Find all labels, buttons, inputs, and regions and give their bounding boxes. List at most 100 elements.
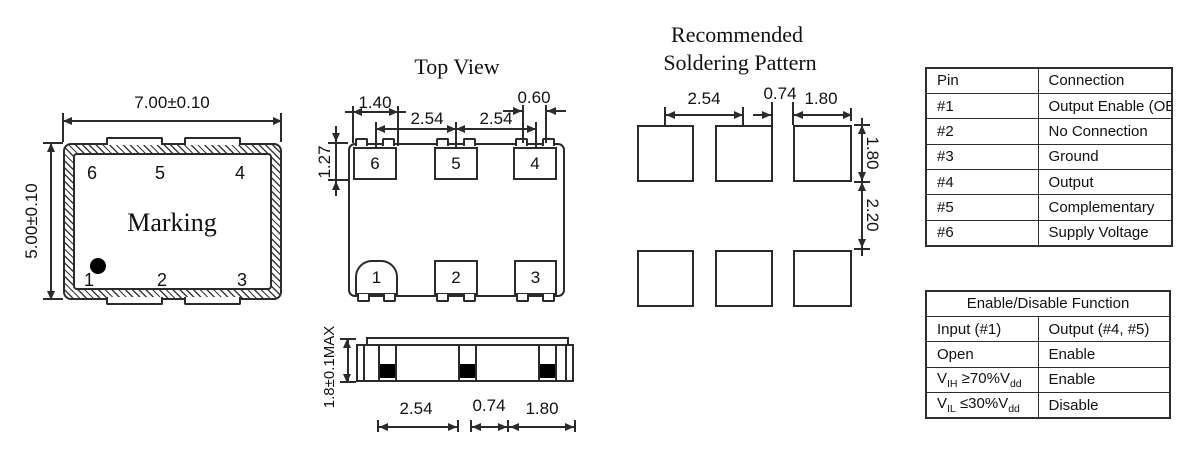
table-title-cell: Enable/Disable Function [925, 290, 1171, 317]
dim-label: 0.60 [517, 88, 551, 107]
pad-5: 5 [434, 147, 478, 180]
cell: Output [1037, 169, 1173, 196]
header-cell: Pin [925, 67, 1039, 94]
leader-line [503, 110, 522, 112]
dim-label-height: 1.8±0.1MAX [321, 325, 339, 409]
castellation-tab [463, 138, 476, 146]
extension-line [545, 105, 547, 143]
castellation-tab [515, 138, 528, 146]
dim-arrow [447, 125, 456, 133]
pad-number: 3 [530, 267, 541, 287]
dim-label-package-width: 7.00±0.10 [134, 93, 210, 112]
castellation-tab [106, 137, 163, 145]
dim-arrow [376, 125, 385, 133]
dim-label-package-height: 5.00±0.10 [22, 183, 42, 259]
subscript-text: IL [947, 403, 956, 415]
dim-tick [850, 108, 852, 121]
castellation-tab [184, 297, 241, 305]
pad-1: 1 [355, 260, 398, 295]
table-header-row: Input (#1)Output (#4, #5) [925, 315, 1171, 343]
castellation-tab [355, 138, 368, 146]
extension-line [535, 122, 537, 147]
pad-number: 6 [370, 153, 380, 173]
extension-line [340, 338, 356, 340]
dim-arrow [858, 239, 866, 248]
leader-line [547, 110, 566, 112]
subscript-text: dd [1008, 403, 1020, 415]
pad-number: 1 [371, 267, 382, 287]
dim-arrow [353, 108, 362, 116]
output-cell: Enable [1037, 341, 1171, 368]
extension-line [742, 107, 744, 125]
text: V [937, 369, 948, 387]
castellation-tab [436, 138, 449, 146]
table-row: Open Enable [925, 341, 1171, 368]
pad-6: 6 [353, 147, 397, 180]
land-pad [715, 250, 773, 307]
cell: Ground [1037, 143, 1173, 171]
land-pad [637, 125, 694, 182]
cell: #3 [925, 143, 1039, 171]
extension-line [792, 102, 794, 125]
dim-arrow [343, 374, 351, 383]
package-cavity [73, 153, 272, 290]
dim-arrow [472, 423, 481, 431]
dim-line [376, 128, 456, 130]
dim-arrow [332, 133, 340, 142]
cell: #1 [925, 92, 1039, 120]
dim-arrow [666, 111, 675, 119]
dim-line [665, 114, 744, 116]
cell: Complementary [1037, 194, 1173, 221]
output-cell: Disable [1037, 392, 1171, 419]
dim-arrow [332, 181, 340, 190]
dim-label: 2.20 [862, 198, 882, 232]
input-cell: VIH ≥70%Vdd [925, 366, 1039, 394]
land-pad [715, 125, 773, 182]
dim-line [456, 128, 536, 130]
pad-number: 2 [451, 267, 461, 287]
output-cell: Enable [1037, 366, 1171, 394]
dim-line [50, 143, 52, 300]
dim-arrow [47, 291, 55, 300]
dim-tick [457, 420, 459, 432]
text: ≥70%V [957, 369, 1010, 387]
extension-line [455, 122, 457, 147]
pad-number: 4 [530, 153, 540, 173]
pin-number: 2 [156, 270, 168, 290]
body-step-line [363, 346, 365, 380]
cell: #4 [925, 169, 1039, 196]
castellation-tab [382, 138, 395, 146]
dim-label: 2.54 [687, 89, 721, 108]
dim-tick [574, 420, 576, 432]
table-title-row: Enable/Disable Function [925, 290, 1171, 317]
pin-number: 3 [236, 270, 248, 290]
side-pad [378, 346, 397, 380]
castellation-tab [436, 294, 449, 302]
dim-label: 0.74 [763, 84, 797, 103]
castellation-tab [516, 294, 529, 302]
dim-arrow [794, 111, 803, 119]
castellation-tab [383, 294, 396, 302]
dim-arrow [858, 172, 866, 181]
dim-label: 2.54 [410, 109, 444, 128]
castellation-tab [542, 294, 555, 302]
land-pad [793, 125, 852, 182]
cell: #5 [925, 194, 1039, 221]
pin-number: 6 [86, 163, 98, 183]
extension-line [854, 248, 870, 250]
dim-arrow [762, 111, 771, 119]
body-step-line [565, 346, 567, 380]
pin1-indicator-dot [90, 258, 106, 274]
cell: No Connection [1037, 118, 1173, 145]
dim-arrow [448, 423, 457, 431]
pad-number: 5 [451, 153, 461, 173]
input-cell: Open [925, 341, 1039, 368]
dim-label: 1.27 [315, 145, 335, 179]
text: Open [937, 345, 974, 363]
dim-line [347, 339, 349, 383]
dim-arrow [858, 182, 866, 191]
